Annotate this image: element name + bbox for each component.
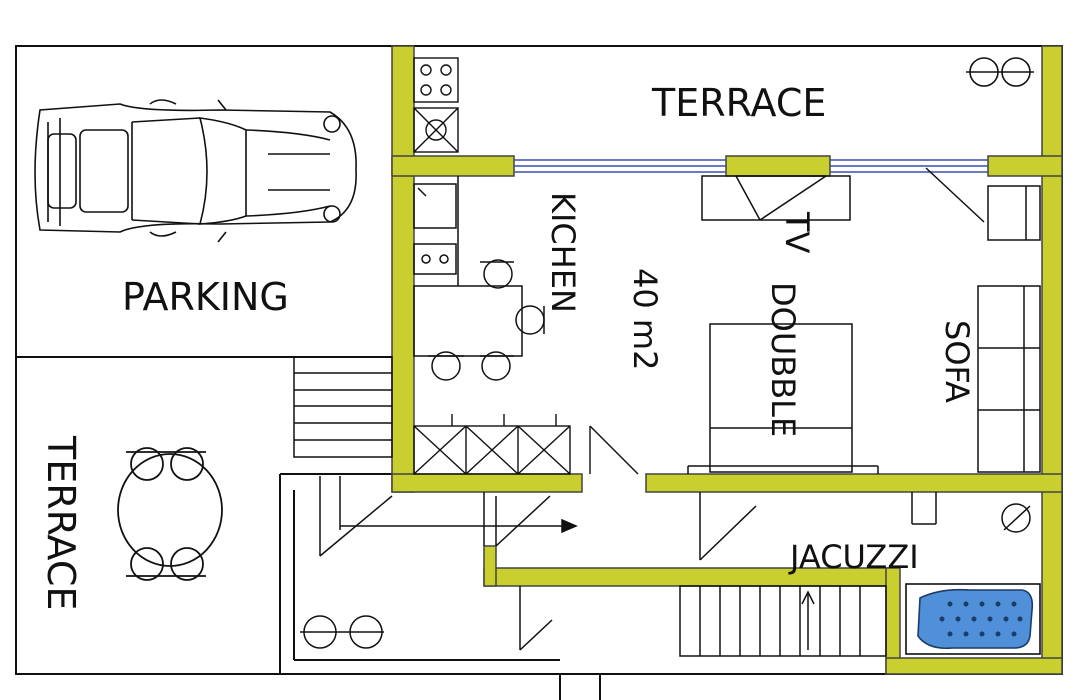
- kitchen-label: KICHEN: [544, 192, 582, 313]
- tv-unit: [701, 175, 851, 221]
- sofa-label: SOFA: [938, 320, 976, 403]
- walls: [391, 45, 1063, 675]
- parking-label: PARKING: [122, 275, 289, 319]
- cooktop-icon: [413, 57, 459, 153]
- top-terrace-label: TERRACE: [651, 81, 826, 125]
- left-terrace-label: TERRACE: [39, 435, 83, 610]
- double-label: DOUBBLE: [764, 282, 802, 437]
- jacuzzi-room-lines: [699, 492, 1031, 561]
- wardrobe: [413, 414, 639, 475]
- jacuzzi-tub-icon: [905, 583, 1041, 655]
- round-table-icon: [117, 447, 223, 581]
- terrace-chairs-icon: [966, 57, 1034, 87]
- sofa: [925, 167, 1041, 473]
- windows: [514, 159, 988, 173]
- outdoor-stairs: [293, 356, 393, 458]
- jacuzzi-label: JACUZZI: [788, 538, 919, 576]
- tv-label: TV: [778, 211, 816, 254]
- double-bed: [687, 323, 879, 474]
- kitchen-counter: [413, 176, 545, 381]
- entrance-lines: [300, 476, 578, 651]
- car-icon: [34, 99, 357, 243]
- area-label: 40 m2: [626, 268, 664, 370]
- site-outline: [15, 45, 1063, 700]
- indoor-stairs: [679, 585, 887, 657]
